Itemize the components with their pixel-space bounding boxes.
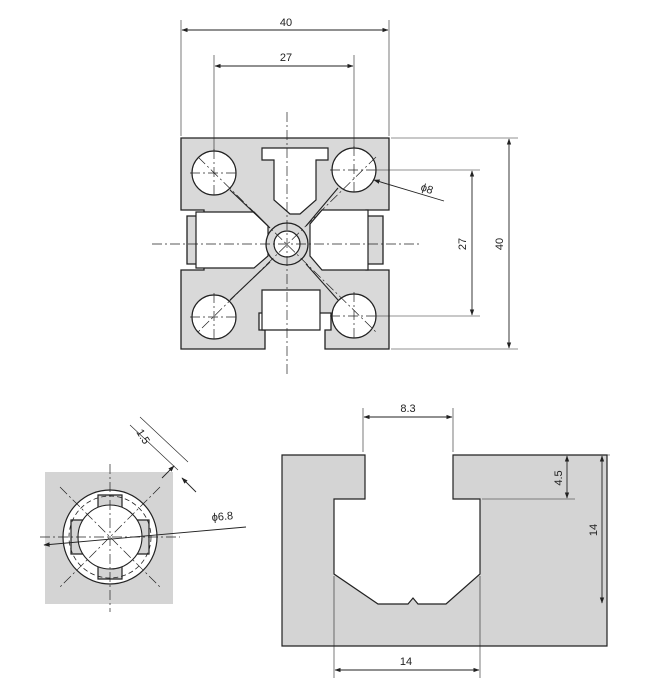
dim-overall-width: 40: [280, 17, 292, 29]
main-profile-section: [152, 112, 420, 376]
dim-overall-height: 40: [494, 238, 506, 250]
dim-hole-diameter: ϕ8: [419, 182, 435, 197]
main-dimensions: 40 27 ϕ8 27 40: [180, 17, 518, 350]
slot-detail: 8.3 4.5 14 14: [281, 403, 610, 678]
dim-slot-inner-width: 14: [400, 656, 412, 668]
bottom-slot: [261, 289, 321, 331]
right-slot: [309, 209, 369, 271]
dim-hole-spacing-height: 27: [457, 238, 469, 250]
top-slot: [261, 147, 329, 215]
core-hole-detail: 1.5 ϕ6.8: [40, 416, 247, 612]
dim-hole-spacing-width: 27: [280, 52, 292, 64]
dim-slot-opening: 8.3: [400, 403, 415, 415]
dim-wall-thickness: 1.5: [133, 427, 151, 446]
dim-core-hole-diameter: ϕ6.8: [211, 510, 233, 524]
left-slot: [195, 211, 269, 269]
dim-slot-lip-depth: 4.5: [553, 470, 565, 485]
slot-material: [281, 454, 608, 647]
dim-slot-depth: 14: [588, 524, 600, 536]
